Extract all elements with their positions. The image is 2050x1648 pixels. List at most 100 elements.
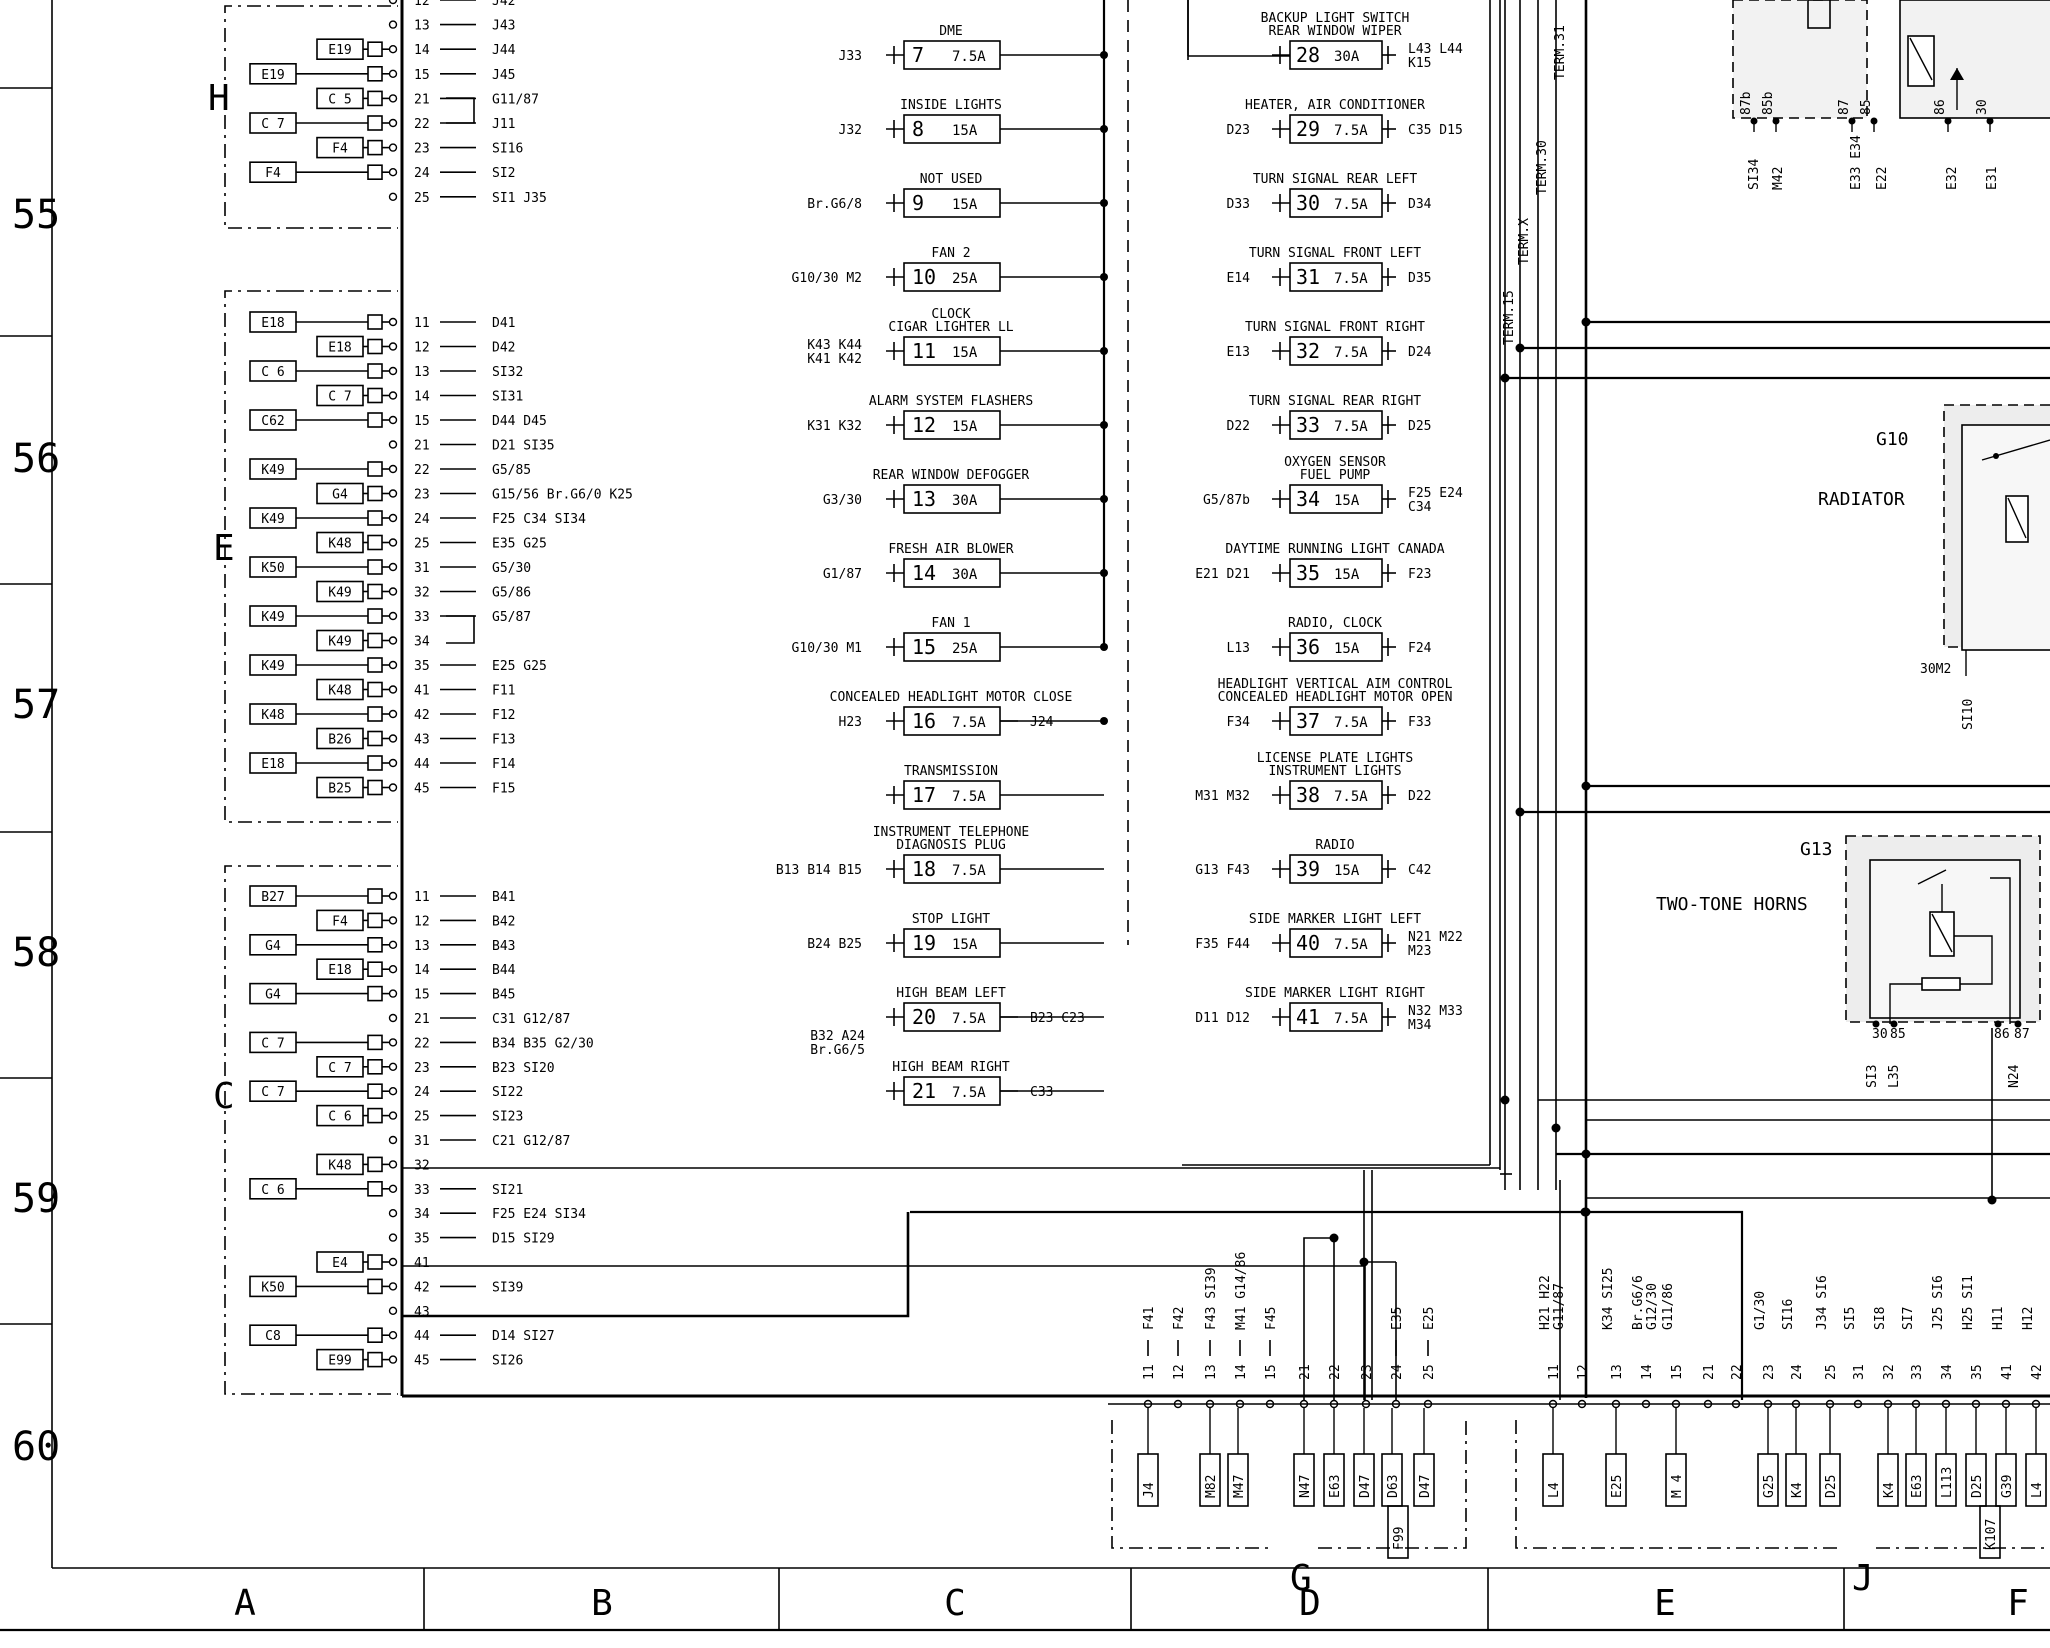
relay-resistor	[1921, 977, 1961, 991]
fuse-source: E13	[1227, 345, 1250, 360]
pin-number: 13	[1610, 1364, 1625, 1380]
fuse-rating: 7.5A	[952, 789, 986, 805]
row-label: 57	[12, 682, 60, 728]
plug-contact	[367, 510, 383, 526]
pin-destination: SI26	[492, 1354, 523, 1369]
fuse-rating: 15A	[952, 937, 978, 953]
pin-number: 15	[414, 988, 430, 1003]
pin-destination: B42	[492, 914, 515, 929]
plug-label: B25	[328, 782, 351, 797]
fuse-rating: 15A	[952, 345, 978, 361]
pin-terminal	[388, 513, 398, 523]
fuse-title: RADIO	[1315, 838, 1354, 853]
fuse-destination: C35 D15	[1408, 123, 1463, 138]
plug-label: E19	[261, 68, 284, 83]
plug-label: K48	[328, 537, 351, 552]
plug-label: G4	[332, 488, 348, 503]
pin-number: 12	[414, 914, 430, 929]
pin-destination: J34 SI6	[1815, 1275, 1830, 1330]
component-id: G13	[1800, 839, 1833, 860]
pin-terminal	[388, 1184, 398, 1194]
junction-dot	[1581, 317, 1591, 327]
pin-destination: B45	[492, 988, 515, 1003]
pin-number: 42	[414, 708, 430, 723]
fuse-title: DAYTIME RUNNING LIGHT CANADA	[1225, 542, 1444, 557]
fuse-title: TRANSMISSION	[904, 764, 998, 779]
fuse-source: D22	[1227, 419, 1250, 434]
junction-dot	[1100, 569, 1108, 577]
pin-destination: G5/86	[492, 586, 531, 601]
pin-terminal	[388, 538, 398, 547]
plug-label: E99	[328, 1354, 351, 1369]
group-letter-c: C	[213, 1076, 235, 1117]
fuse-rating: 15A	[952, 419, 978, 435]
plug-label: E63	[1328, 1475, 1343, 1498]
pin-number: 34	[414, 1207, 430, 1222]
fuse-number: 12	[912, 413, 936, 437]
pin-destination: F41	[1142, 1307, 1157, 1330]
plug-contact	[367, 1181, 383, 1197]
fuse-rating: 7.5A	[1334, 345, 1368, 361]
fuse-rating: 7.5A	[1334, 715, 1368, 731]
pin-destination: SI8	[1873, 1307, 1888, 1330]
fuse-number: 14	[912, 561, 936, 585]
pin-destination: SI1 J35	[492, 191, 547, 206]
plug-label: C 7	[261, 1036, 284, 1051]
component-label: RADIATOR	[1818, 489, 1905, 510]
fuse-destination: F24	[1408, 641, 1432, 656]
pin-destination: G15/56 Br.G6/0 K25	[492, 488, 633, 503]
fuse-number: 29	[1296, 117, 1320, 141]
fuse-title: LICENSE PLATE LIGHTS	[1257, 751, 1414, 766]
fuse-source: K31 K32	[807, 419, 862, 434]
fuse-destination: L43 L44	[1408, 42, 1463, 57]
pin-destination: G12/30	[1645, 1283, 1660, 1330]
junction-dot	[1986, 117, 1994, 125]
fuse-title: REAR WINDOW WIPER	[1268, 24, 1401, 39]
pin-destination: J42	[492, 0, 515, 9]
pin-number: 25	[414, 537, 430, 552]
pin-destination: SI16	[1781, 1299, 1796, 1330]
pin-destination: C21 G12/87	[492, 1134, 570, 1149]
plug-label: D47	[1418, 1475, 1433, 1498]
pin-number: 11	[414, 316, 430, 331]
fuse-number: 11	[912, 339, 936, 363]
junction-dot	[1100, 643, 1108, 651]
pin-terminal	[388, 758, 398, 768]
group-letter-g: G	[1290, 1558, 1312, 1599]
pin-terminal	[388, 1257, 398, 1267]
pin-terminal	[388, 1038, 398, 1047]
fuse-source: J33	[839, 49, 862, 64]
plug-label: C8	[265, 1329, 281, 1344]
plug-label: C 6	[261, 365, 284, 380]
plug-label: N47	[1298, 1475, 1313, 1498]
pin-number: 13	[414, 19, 430, 34]
plug-label: F4	[332, 142, 348, 157]
fuse-source: G3/30	[823, 493, 862, 508]
pin-number: 31	[414, 1134, 430, 1149]
pin-terminal	[388, 1062, 398, 1072]
pin-destination: J44	[492, 43, 516, 58]
fuse-title: TURN SIGNAL FRONT LEFT	[1249, 246, 1421, 261]
fuse-rating: 7.5A	[952, 1085, 986, 1101]
plug-contact	[367, 608, 383, 624]
pin-number: 14	[414, 43, 430, 58]
pin-destination: D44 D45	[492, 414, 547, 429]
connector-frame	[1111, 1420, 1272, 1549]
fuse-title: HIGH BEAM LEFT	[896, 986, 1006, 1001]
junction-dot	[1872, 1020, 1880, 1028]
pin-destination: E35	[1390, 1307, 1405, 1330]
fuse-destination: D34	[1408, 197, 1432, 212]
term-label: TERM.30	[1535, 140, 1550, 195]
relay-pin-label: 87b	[1739, 91, 1754, 115]
pin-destination: G5/87	[492, 610, 531, 625]
column-label: F	[2007, 1583, 2029, 1624]
plug-contact	[367, 461, 383, 477]
relay-wire-label: SI10	[1961, 699, 1976, 730]
pin-destination: H12	[2021, 1307, 2036, 1330]
